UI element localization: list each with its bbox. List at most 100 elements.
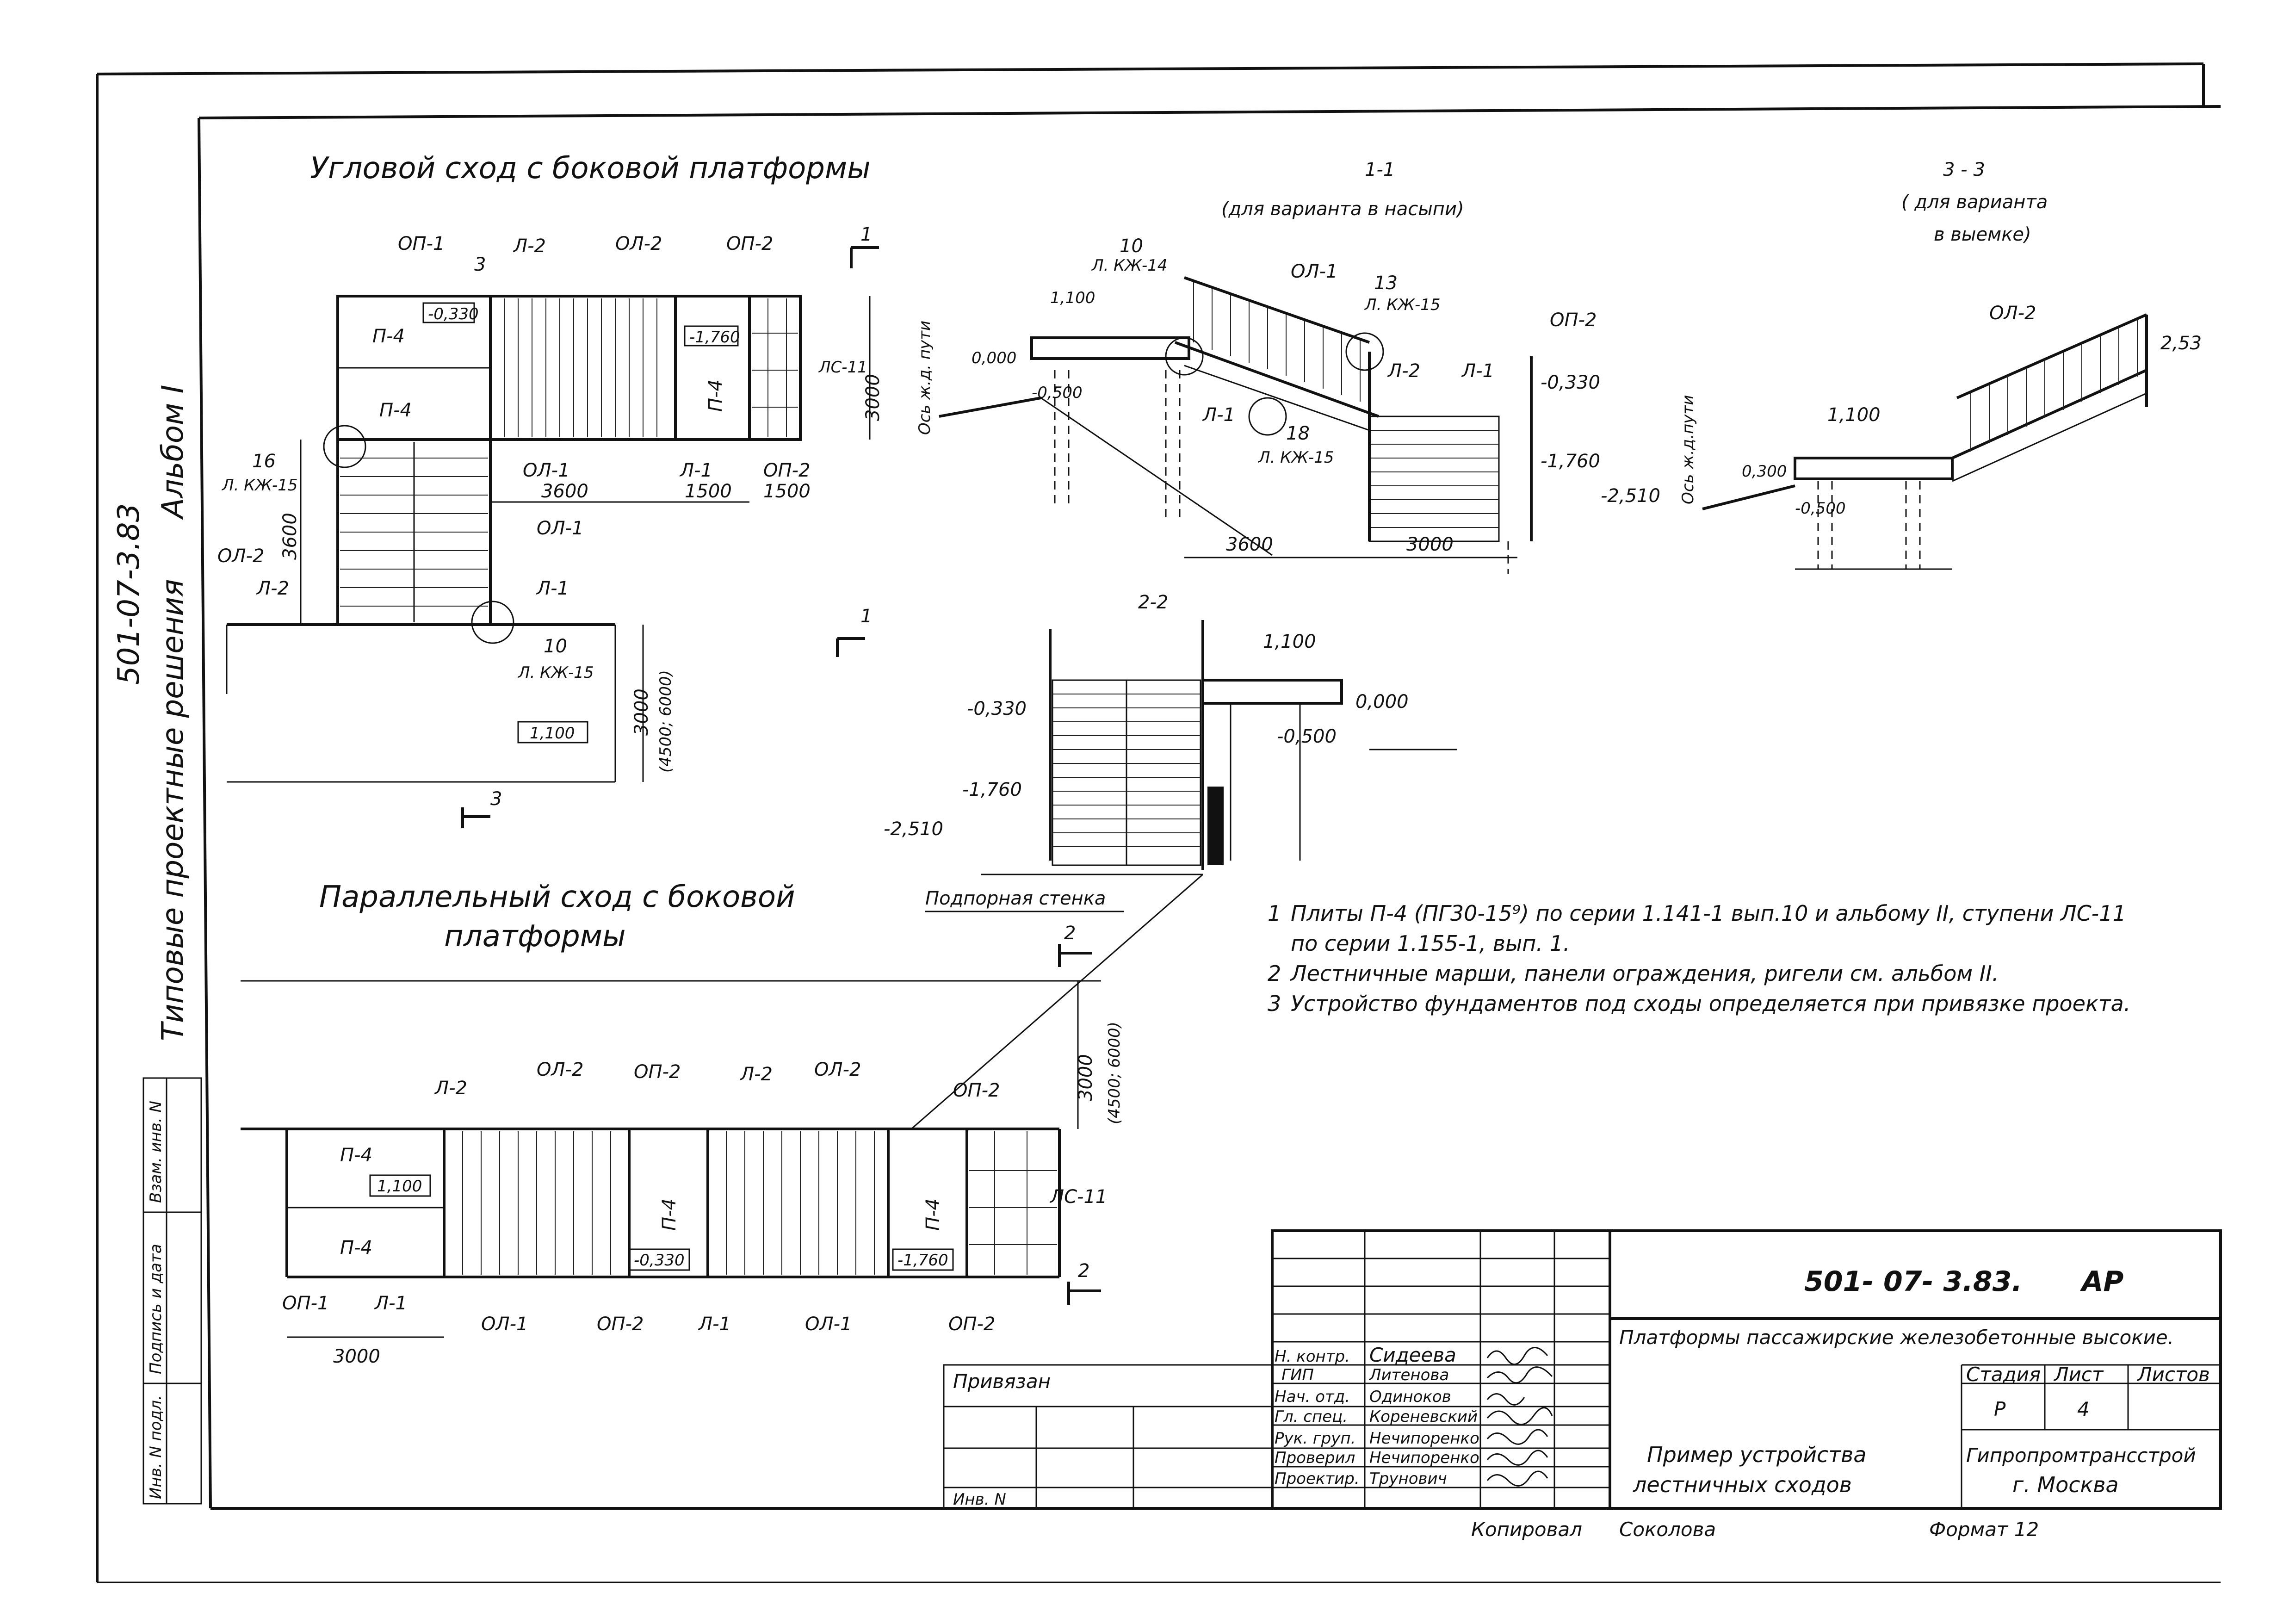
role-7: Проектир. <box>1275 1469 1360 1488</box>
corner-label-p4-c: П-4 <box>705 379 726 412</box>
parallel-label-p4d: П-4 <box>922 1198 944 1231</box>
note-1-text: Плиты П-4 (ПГ30-15⁹) по серии 1.141-1 вы… <box>1291 901 2126 926</box>
corner-callout-10-ref: Л. КЖ-15 <box>517 663 594 682</box>
margin-field-2: Подпись и дата <box>147 1244 165 1374</box>
section-3-level-b: 1,100 <box>1827 404 1881 426</box>
parallel-label-ol2a: ОЛ-2 <box>537 1059 583 1080</box>
section-3-subtitle-2: в выемке) <box>1934 224 2031 245</box>
org-2: г. Москва <box>2012 1472 2119 1497</box>
corner-dim-3: 1500 <box>763 481 811 502</box>
section-3-3: 3 - 3 ( для варианта в выемке) Ось ж.д.п… <box>1679 159 2202 570</box>
section-3-level-a: 2,53 <box>2160 333 2202 354</box>
parallel-label-ol1a: ОЛ-1 <box>481 1314 528 1335</box>
stage-value: Р <box>1994 1398 2006 1420</box>
section-1-callout-10-ref: Л. КЖ-14 <box>1091 256 1167 275</box>
section-1-level-b: 0,000 <box>972 349 1016 367</box>
corner-dim-6: 3000 <box>631 688 652 736</box>
section-1-1: 1-1 (для варианта в насыпи) Ось ж.д. пут… <box>916 159 1660 574</box>
section-2-level-d: -0,330 <box>967 698 1027 719</box>
section-1-dim-a: 3600 <box>1226 534 1273 555</box>
role-2: ГИП <box>1281 1366 1314 1384</box>
org-1: Гипропромтрансстрой <box>1966 1444 2196 1467</box>
name-5: Нечипоренко <box>1369 1429 1479 1448</box>
section-1-subtitle: (для варианта в насыпи) <box>1221 198 1464 220</box>
parallel-label-p4a: П-4 <box>340 1145 372 1166</box>
section-1-label-op2: ОП-2 <box>1550 310 1597 331</box>
general-notes: 1 Плиты П-4 (ПГ30-15⁹) по серии 1.141-1 … <box>1268 901 2130 1016</box>
corner-level-b: -1,760 <box>689 328 740 347</box>
section-1-railing <box>1184 276 1370 402</box>
role-4: Гл. спец. <box>1275 1407 1348 1426</box>
corner-label-op2-b: ОП-2 <box>763 460 810 481</box>
section-1-label-l1a: Л-1 <box>1461 360 1494 382</box>
corner-callout-10: 10 <box>544 636 567 657</box>
copied-label: Копировал <box>1471 1518 1582 1541</box>
note-2-text: Лестничные марши, панели ограждения, риг… <box>1290 961 1999 986</box>
name-3: Одиноков <box>1369 1388 1451 1406</box>
corner-plan-steps-lower <box>340 458 488 607</box>
role-3: Нач. отд. <box>1275 1388 1350 1406</box>
title-block: Привязан Инв. N 501- 07- 3.83. АР Платфо… <box>943 1229 2222 1510</box>
margin-field-3: Инв. N подл. <box>147 1395 165 1499</box>
drawing-code: 501- 07- 3.83. <box>1804 1265 2022 1298</box>
corner-label-l1-b: Л-1 <box>536 578 569 599</box>
parallel-label-ol1b: ОЛ-1 <box>805 1314 852 1335</box>
parallel-label-l2b: Л-2 <box>739 1064 773 1085</box>
corner-callout-16-ref: Л. КЖ-15 <box>221 476 297 495</box>
corner-label-op2: ОП-2 <box>726 233 773 254</box>
section-1-callout-10: 10 <box>1120 236 1143 257</box>
parallel-label-l1a: Л-1 <box>374 1293 407 1314</box>
section-1-level-c: -0,500 <box>1032 384 1083 402</box>
section-2-steps <box>1052 694 1201 847</box>
section-3-axis: Ось ж.д.пути <box>1679 395 1697 504</box>
section-1-axis: Ось ж.д. пути <box>916 321 934 435</box>
section-2-level-c: -0,500 <box>1277 726 1337 747</box>
corner-plan: Угловой сход с боковой платформы <box>217 151 884 828</box>
parallel-level-c: -1,760 <box>897 1251 948 1270</box>
corner-label-l1: Л-1 <box>679 460 712 481</box>
section-2-wall-label: Подпорная стенка <box>925 888 1106 909</box>
corner-callout-16: 16 <box>252 451 276 472</box>
sheet-title-2: лестничных сходов <box>1633 1472 1852 1497</box>
section-1-callout-13: 13 <box>1374 273 1398 294</box>
side-margin-text: Типовые проектные решения <box>156 579 190 1041</box>
parallel-label-ls11: ЛС-11 <box>1049 1186 1107 1208</box>
parallel-level-a: 1,100 <box>377 1177 422 1196</box>
section-1-callout-18-ref: Л. КЖ-15 <box>1257 448 1334 467</box>
corner-label-p4-a: П-4 <box>372 326 405 347</box>
parallel-label-op2d: ОП-2 <box>948 1314 995 1335</box>
corner-label-ol2: ОЛ-2 <box>615 233 662 254</box>
corner-plan-steps-upper <box>504 298 798 437</box>
role-1: Н. контр. <box>1275 1347 1350 1366</box>
section-1-callout-13-ref: Л. КЖ-15 <box>1364 296 1440 314</box>
section-2-level-e: -1,760 <box>962 779 1022 800</box>
parallel-label-op2b: ОП-2 <box>953 1080 1000 1101</box>
sheet-frame <box>96 62 2221 1583</box>
corner-label-ol1: ОЛ-1 <box>523 460 569 481</box>
parallel-section-mark-b: 2 <box>1078 1260 1089 1282</box>
corner-plan-title: Угловой сход с боковой платформы <box>310 151 871 186</box>
copied-name: Соколова <box>1619 1518 1716 1541</box>
parallel-dim-c: (4500; 6000) <box>1105 1022 1124 1124</box>
corner-label-op1: ОП-1 <box>398 233 445 254</box>
parallel-plan-title-1: Параллельный сход с боковой <box>319 880 795 914</box>
section-2-level-a: 1,100 <box>1263 631 1316 652</box>
section-1-label-l1b: Л-1 <box>1202 404 1235 426</box>
corner-label-ol2-b: ОЛ-2 <box>217 545 264 567</box>
parallel-label-op1: ОП-1 <box>282 1293 329 1314</box>
corner-level-c: 1,100 <box>530 724 575 743</box>
note-3-num: 3 <box>1268 991 1281 1016</box>
stage-header: Стадия <box>1966 1363 2041 1386</box>
section-2-level-f: -2,510 <box>884 818 943 840</box>
corner-dim-5: 3600 <box>279 513 301 560</box>
sheet-title-1: Пример устройства <box>1647 1442 1866 1467</box>
section-3-title: 3 - 3 <box>1943 159 1985 180</box>
corner-dim-7: (4500; 6000) <box>656 670 675 773</box>
corner-dim-1: 3600 <box>541 481 588 502</box>
section-1-label-l2: Л-2 <box>1387 360 1420 382</box>
project-title: Платформы пассажирские железобетонные вы… <box>1619 1326 2174 1349</box>
side-margin-code: 501-07-3.83 <box>112 503 146 685</box>
note-1-num: 1 <box>1268 901 1281 926</box>
inv-label: Инв. N <box>953 1490 1006 1509</box>
